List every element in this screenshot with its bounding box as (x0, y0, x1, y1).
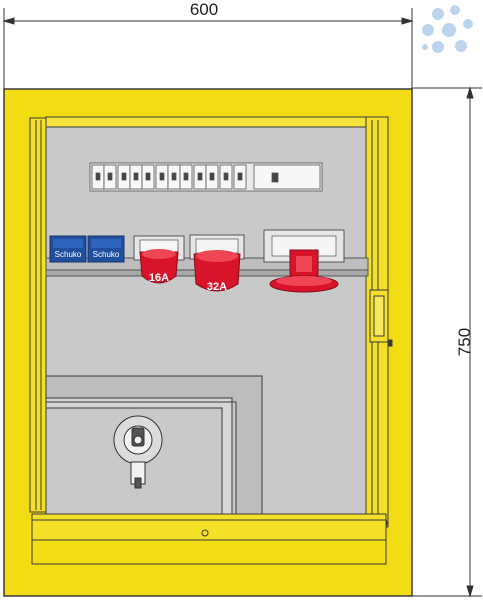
bottom-plinth (31, 513, 387, 565)
water-drops-logo-icon (422, 5, 473, 53)
cee-32a-label: 32A (207, 281, 227, 293)
width-label: 600 (190, 0, 218, 19)
schuko-socket-1: Schuko (49, 235, 87, 263)
schuko-socket-2: Schuko (87, 235, 125, 263)
top-frame (45, 116, 371, 128)
interior-panel (45, 126, 369, 515)
din-rail-breakers (89, 162, 323, 192)
cee-socket-large (263, 229, 345, 293)
height-label: 750 (455, 328, 474, 356)
door-edge (357, 116, 393, 530)
schuko-label-1: Schuko (55, 250, 82, 259)
schuko-label-2: Schuko (93, 250, 120, 259)
cylinder-lock-icon (113, 415, 163, 489)
cee-16a-label: 16A (149, 272, 169, 284)
width-dimension (2, 8, 414, 90)
left-frame (29, 117, 47, 513)
shelf-unit (45, 375, 263, 515)
cee-socket-16a: 16A (133, 235, 185, 284)
cee-socket-32a: 32A (189, 234, 245, 293)
